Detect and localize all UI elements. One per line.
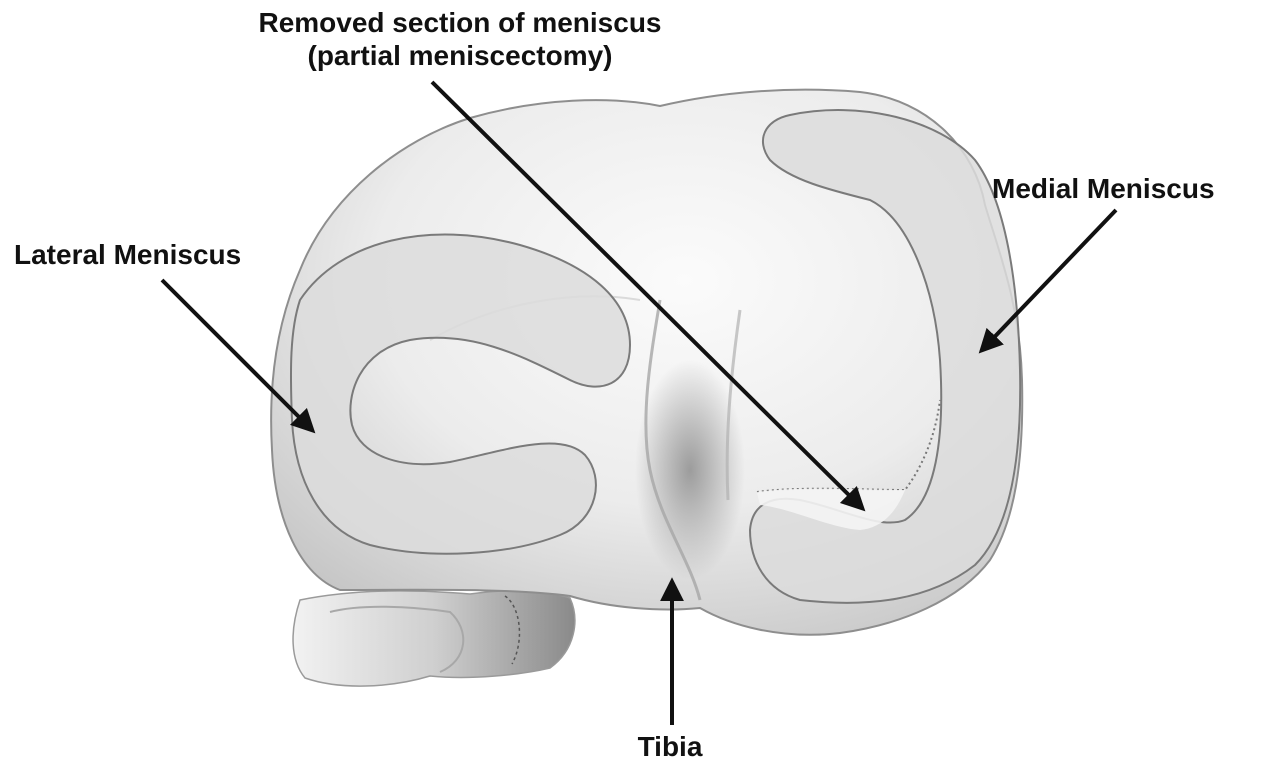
fibula-shape	[293, 591, 575, 686]
medial-meniscus-label: Medial Meniscus	[992, 172, 1215, 205]
removed-section-label-line1: Removed section of meniscus	[200, 6, 720, 39]
tibia-label: Tibia	[610, 730, 730, 763]
lateral-meniscus-label: Lateral Meniscus	[14, 238, 241, 271]
removed-section-label: Removed section of meniscus (partial men…	[200, 6, 720, 72]
removed-section-label-line2: (partial meniscectomy)	[200, 39, 720, 72]
